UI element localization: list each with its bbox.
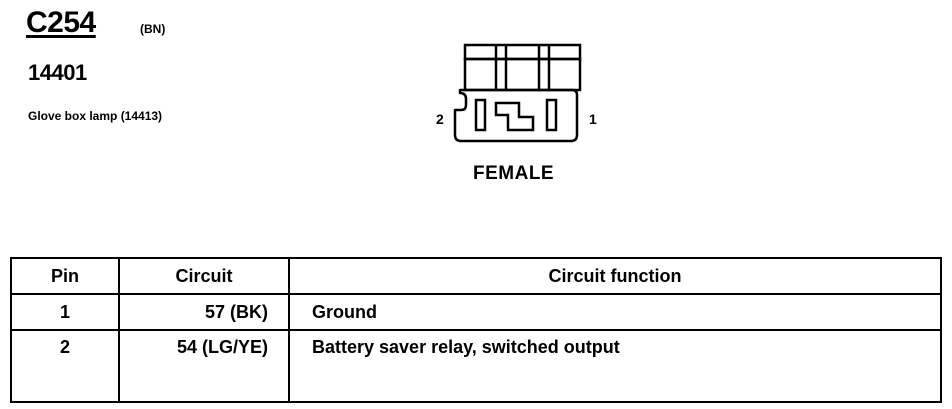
terminal-cavities	[474, 98, 558, 132]
header-function: Circuit function	[288, 257, 942, 295]
connector-face-diagram	[453, 43, 582, 143]
part-number: 14401	[28, 60, 87, 85]
pin-label-2: 2	[436, 111, 444, 127]
connector-gender-label: FEMALE	[473, 163, 555, 184]
cavity-pin-1	[545, 98, 558, 132]
header-circuit: Circuit	[118, 257, 290, 295]
cavity-key	[494, 101, 535, 132]
header-pin: Pin	[10, 257, 120, 295]
circuit-id: 57 (BK)	[118, 293, 290, 331]
connector-id: C254	[26, 6, 96, 39]
table-header-row: Pin Circuit Circuit function	[10, 257, 942, 295]
circuit-function: Battery saver relay, switched output	[288, 329, 942, 403]
component-name: Glove box lamp (14413)	[28, 109, 163, 123]
connector-latch	[463, 43, 582, 92]
cavity-pin-2	[474, 98, 487, 132]
pinout-table: Pin Circuit Circuit function 1 57 (BK) G…	[10, 257, 942, 403]
pin-number: 2	[10, 329, 120, 403]
table-row: 2 54 (LG/YE) Battery saver relay, switch…	[10, 329, 942, 403]
pin-number: 1	[10, 293, 120, 331]
connector-color-code: (BN)	[140, 22, 166, 36]
circuit-id: 54 (LG/YE)	[118, 329, 290, 403]
pin-label-1: 1	[589, 111, 597, 127]
connector-body	[453, 88, 579, 143]
circuit-function: Ground	[288, 293, 942, 331]
table-row: 1 57 (BK) Ground	[10, 293, 942, 331]
